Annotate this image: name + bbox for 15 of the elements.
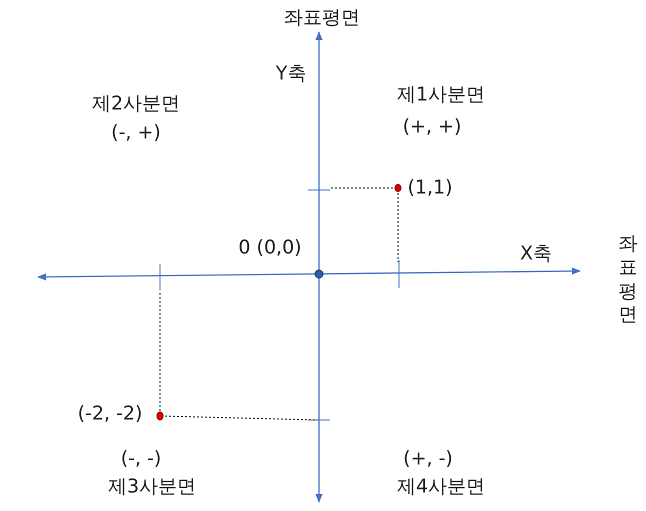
side-title: 좌표평면 (618, 232, 638, 328)
point-label: (-2, -2) (78, 404, 142, 424)
sign-label: (+, -) (403, 448, 453, 470)
quadrant-label: 제4사분면 (396, 476, 486, 498)
quadrant-label: 제3사분면 (108, 476, 196, 498)
point-label: (1,1) (407, 178, 453, 198)
quadrant-label: 제2사분면 (92, 94, 180, 114)
title: 좌표평면 (284, 8, 360, 28)
axis-label: Y축 (276, 64, 306, 84)
sign-label: (-, +) (111, 122, 161, 144)
origin-label: 0 (0,0) (238, 238, 302, 258)
quadrant-label: 제1사분면 (396, 84, 486, 106)
axis-label: X축 (520, 244, 552, 264)
sign-label: (+, +) (402, 116, 462, 138)
sign-label: (-, -) (120, 448, 162, 470)
